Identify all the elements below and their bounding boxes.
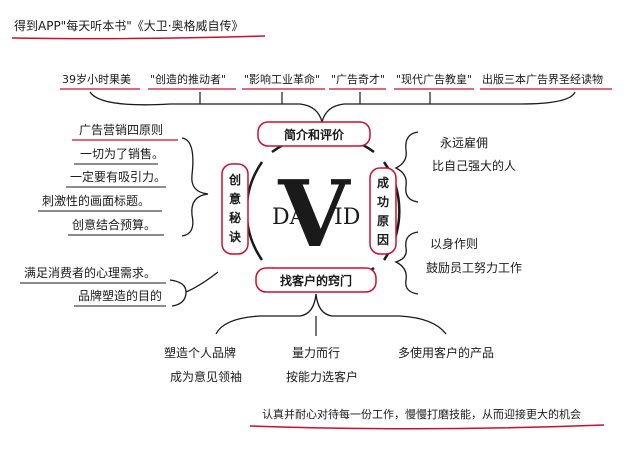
left-item-4: 创意结合预算。 <box>72 217 156 232</box>
ring-right-char-3: 原 <box>377 214 389 228</box>
top-item-1: 39岁小时果美 <box>62 72 131 86</box>
right-group1-line1: 永远雇佣 <box>440 135 488 150</box>
map-title: 得到APP"每天听本书"《大卫·奥格威自传》 <box>14 18 244 33</box>
ring-left-char-4: 诀 <box>229 229 242 244</box>
top-brace <box>89 91 576 123</box>
ring-right-char-1: 成 <box>377 175 389 190</box>
left-bottom-1: 满足消费者的心理需求。 <box>24 265 156 280</box>
bottom-item-2-line2: 按能力选客户 <box>286 369 358 384</box>
ring-left-box <box>221 163 249 255</box>
ring-right-char-4: 因 <box>377 232 389 247</box>
footer-underline <box>249 424 605 430</box>
ring-right-box <box>369 167 397 255</box>
left-item-1: 一切为了销售。 <box>80 146 164 161</box>
ring-arc-left <box>245 161 264 261</box>
left-bottom-brace <box>169 271 219 307</box>
left-group-header: 广告营销四原则 <box>79 123 163 137</box>
bottom-item-3: 多使用客户的产品 <box>398 345 494 360</box>
footer-text: 认真并耐心对待每一份工作，慢慢打磨技能，从而迎接更大的机会 <box>262 407 581 421</box>
right-group2-line2: 鼓励员工努力工作 <box>426 260 522 275</box>
left-bottom-2: 品牌塑造的目的 <box>78 288 162 303</box>
bottom-item-2-line1: 量力而行 <box>292 346 340 360</box>
ring-left-char-3: 秘 <box>229 210 241 225</box>
ring-top-label: 简介和评价 <box>284 127 345 142</box>
ring-bottom-box <box>255 267 377 293</box>
ring-right-char-2: 功 <box>377 194 389 209</box>
title-underline <box>11 35 266 40</box>
ring-left-char-2: 意 <box>229 191 241 206</box>
bottom-item-1-line1: 塑造个人品牌 <box>164 345 236 360</box>
bottom-item-1-line2: 成为意见领袖 <box>170 369 242 384</box>
center-da: DA <box>272 205 307 230</box>
top-item-3: "影响工业革命" <box>244 72 320 86</box>
ring-top-box <box>257 121 371 147</box>
ring-left-char-1: 创 <box>228 172 241 187</box>
top-item-4: "广告奇才" <box>331 72 385 86</box>
left-item-2: 一定要有吸引力。 <box>70 169 166 184</box>
top-brace-ticks <box>199 92 431 104</box>
center-id: ID <box>334 205 360 230</box>
top-item-5: "现代广告教皇" <box>396 72 472 86</box>
left-brace <box>181 137 209 237</box>
right-group2-line1: 以身作则 <box>430 236 478 251</box>
left-item-3: 刺激性的画面标题。 <box>42 193 150 208</box>
ring-bottom-label: 找客户的窍门 <box>280 273 352 288</box>
right-brace-2 <box>394 231 419 295</box>
right-group1-line2: 比自己强大的人 <box>432 158 516 173</box>
right-brace-1 <box>394 131 419 203</box>
bottom-brace <box>215 293 447 335</box>
top-item-2: "创造的推动者" <box>150 72 226 86</box>
center-v: V <box>277 160 351 268</box>
top-item-6: 出版三本广告界圣经读物 <box>482 72 603 86</box>
